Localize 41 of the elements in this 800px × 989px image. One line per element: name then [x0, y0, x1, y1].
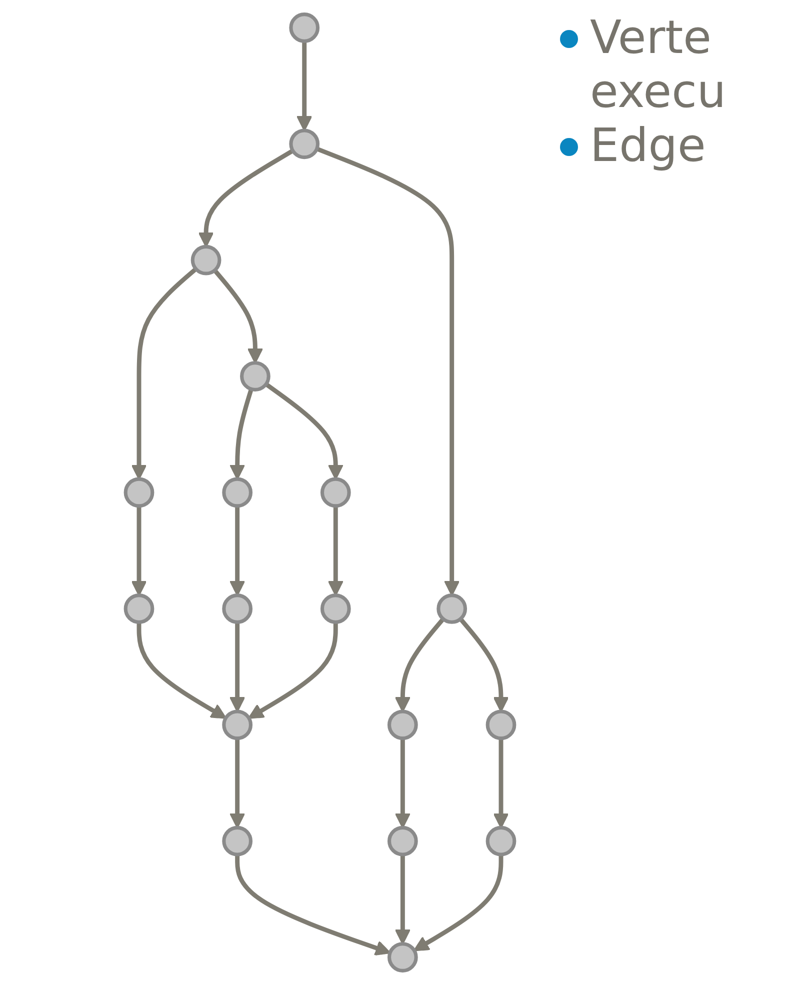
arrow [235, 854, 391, 956]
arrow [394, 617, 445, 712]
node-circle [387, 710, 418, 740]
node-circle [387, 942, 418, 972]
bullet-text: Verte execu [590, 10, 726, 118]
node-circle [222, 826, 253, 856]
arrow [198, 148, 294, 248]
node-circle [222, 710, 253, 740]
node-circle [486, 826, 516, 856]
node-circle [436, 594, 468, 624]
arrow [229, 506, 246, 596]
arrow [131, 506, 147, 596]
node-circle [289, 12, 320, 43]
arrow [296, 41, 312, 132]
node-circle [240, 361, 270, 392]
arrow [458, 617, 509, 712]
arrow [248, 622, 338, 719]
arrow [414, 854, 504, 952]
node-circle [289, 128, 320, 160]
node-circle [320, 594, 351, 624]
arrow [229, 738, 246, 828]
arrow [229, 388, 254, 480]
node-circle [320, 477, 351, 508]
arrow [136, 622, 226, 719]
node-circle [486, 710, 516, 740]
arrow [394, 854, 411, 945]
bullet-text: Edge [590, 118, 706, 172]
arrow [213, 268, 264, 364]
node-circle [190, 244, 222, 276]
arrow [316, 146, 460, 596]
arrow [229, 622, 246, 712]
arrow [131, 267, 198, 480]
arrow [394, 738, 411, 828]
node-circle [222, 594, 253, 624]
node-circle [387, 826, 418, 856]
arrow [493, 738, 509, 828]
node-circle [124, 594, 154, 624]
node-circle [222, 477, 253, 508]
node-circle [124, 477, 154, 508]
arrow [264, 382, 344, 480]
arrow [328, 506, 344, 596]
